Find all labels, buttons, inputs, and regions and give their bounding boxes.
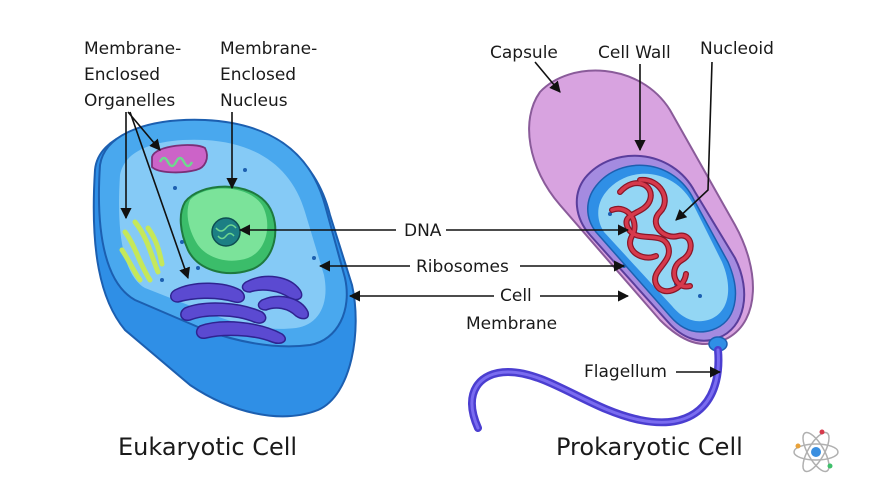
atom-icon [793, 429, 839, 473]
label-cell-wall: Cell Wall [598, 43, 671, 63]
prokaryotic-cytoplasm [598, 173, 729, 322]
caption-prokaryotic: Prokaryotic Cell [556, 433, 743, 461]
mitochondrion [151, 144, 208, 174]
label-flagellum: Flagellum [584, 362, 667, 382]
eukaryotic-cell [92, 118, 357, 418]
nucleus [179, 185, 277, 275]
label-membrane-organelles: Membrane- Enclosed Organelles [84, 39, 187, 111]
nucleolus [211, 217, 241, 247]
golgi-apparatus [170, 275, 310, 345]
label-ribosomes: Ribosomes [416, 257, 509, 277]
label-cell-membrane: Cell Membrane [466, 286, 557, 334]
leader-lines [120, 61, 722, 378]
label-membrane-nucleus: Membrane- Enclosed Nucleus [220, 39, 323, 111]
label-capsule: Capsule [490, 43, 558, 63]
prokaryotic-cell [468, 69, 754, 432]
caption-eukaryotic: Eukaryotic Cell [118, 433, 297, 461]
endoplasmic-reticulum [119, 219, 165, 283]
label-dna: DNA [404, 221, 442, 241]
label-nucleoid: Nucleoid [700, 39, 774, 59]
nucleoid-dna [609, 176, 694, 295]
